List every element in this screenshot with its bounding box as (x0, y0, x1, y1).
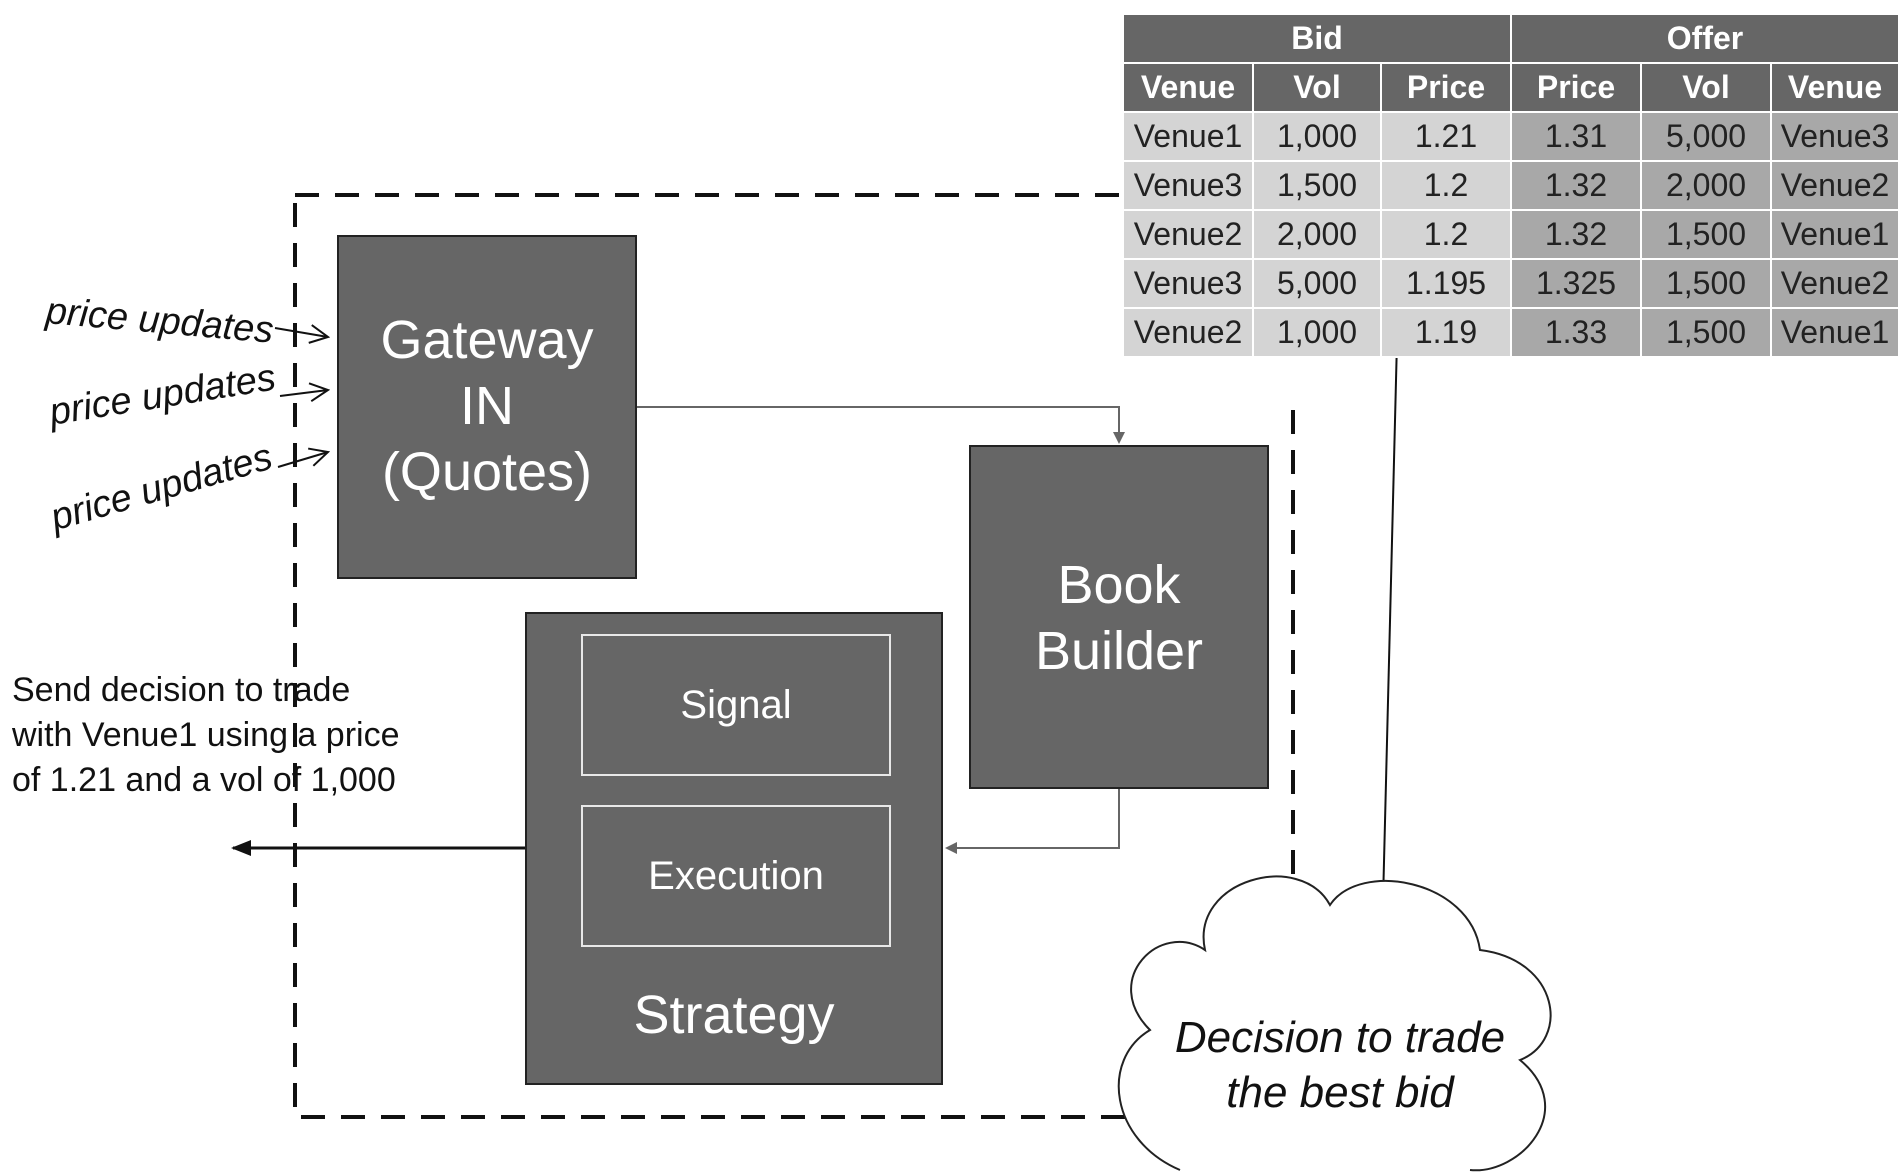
table-row: Venue2 2,000 1.2 1.32 1,500 Venue1 (1122, 209, 1900, 260)
column-header-bid-price: Price (1380, 62, 1512, 113)
column-header-offer-vol: Vol (1640, 62, 1772, 113)
bid-vol-cell: 1,000 (1252, 111, 1382, 162)
offer-price-cell: 1.32 (1510, 209, 1642, 260)
bid-vol-cell: 1,500 (1252, 160, 1382, 211)
bid-vol-cell: 2,000 (1252, 209, 1382, 260)
strategy-title: Strategy (633, 985, 835, 1045)
bid-venue-cell: Venue3 (1122, 160, 1254, 211)
offer-header: Offer (1510, 13, 1900, 64)
offer-price-cell: 1.32 (1510, 160, 1642, 211)
gateway-in-label: Gateway IN (Quotes) (380, 310, 594, 502)
gateway-in-box: Gateway IN (Quotes) (337, 235, 637, 579)
send-decision-text: Send decision to trade with Venue1 using… (12, 671, 400, 799)
bid-venue-cell: Venue2 (1122, 307, 1254, 358)
offer-price-cell: 1.325 (1510, 258, 1642, 309)
book-builder-label: Book Builder (1034, 555, 1204, 681)
bid-vol-cell: 5,000 (1252, 258, 1382, 309)
book-builder-box: Book Builder (969, 445, 1269, 789)
offer-venue-cell: Venue2 (1770, 258, 1900, 309)
price-update-arrow-1 (274, 328, 328, 337)
offer-price-cell: 1.31 (1510, 111, 1642, 162)
price-update-arrow-2 (279, 390, 328, 396)
bid-venue-cell: Venue2 (1122, 209, 1254, 260)
bid-venue-cell: Venue1 (1122, 111, 1254, 162)
decision-cloud (1117, 875, 1552, 1172)
price-update-arrow-3 (277, 452, 328, 468)
bookbuilder-to-strategy-connector (945, 789, 1120, 854)
column-header-offer-price: Price (1510, 62, 1642, 113)
bid-price-cell: 1.195 (1380, 258, 1512, 309)
bid-vol-cell: 1,000 (1252, 307, 1382, 358)
bid-price-cell: 1.19 (1380, 307, 1512, 358)
offer-vol-cell: 1,500 (1640, 307, 1772, 358)
column-header-bid-vol: Vol (1252, 62, 1382, 113)
offer-vol-cell: 1,500 (1640, 209, 1772, 260)
bid-header: Bid (1122, 13, 1512, 64)
column-header-bid-venue: Venue (1122, 62, 1254, 113)
strategy-box: Signal Execution Strategy (525, 612, 943, 1085)
bid-venue-cell: Venue3 (1122, 258, 1254, 309)
bid-price-cell: 1.2 (1380, 209, 1512, 260)
table-row: Venue3 1,500 1.2 1.32 2,000 Venue2 (1122, 160, 1900, 211)
offer-vol-cell: 1,500 (1640, 258, 1772, 309)
offer-venue-cell: Venue2 (1770, 160, 1900, 211)
gateway-to-bookbuilder-connector (637, 406, 1125, 444)
offer-venue-cell: Venue1 (1770, 307, 1900, 358)
order-book-column-header-row: Venue Vol Price Price Vol Venue (1122, 62, 1900, 113)
offer-vol-cell: 5,000 (1640, 111, 1772, 162)
decision-cloud-text: Decision to trade the best bid (1174, 1013, 1506, 1117)
bid-price-cell: 1.2 (1380, 160, 1512, 211)
offer-venue-cell: Venue3 (1770, 111, 1900, 162)
order-book-table: Bid Offer Venue Vol Price Price Vol Venu… (1122, 13, 1900, 358)
table-row: Venue3 5,000 1.195 1.325 1,500 Venue2 (1122, 258, 1900, 309)
column-header-offer-venue: Venue (1770, 62, 1900, 113)
table-row: Venue2 1,000 1.19 1.33 1,500 Venue1 (1122, 307, 1900, 358)
execution-box: Execution (581, 805, 891, 947)
offer-price-cell: 1.33 (1510, 307, 1642, 358)
order-book-side-header-row: Bid Offer (1122, 13, 1900, 64)
offer-venue-cell: Venue1 (1770, 209, 1900, 260)
bid-price-cell: 1.21 (1380, 111, 1512, 162)
signal-box: Signal (581, 634, 891, 776)
system-boundary (293, 193, 1295, 1119)
offer-vol-cell: 2,000 (1640, 160, 1772, 211)
table-row: Venue1 1,000 1.21 1.31 5,000 Venue3 (1122, 111, 1900, 162)
